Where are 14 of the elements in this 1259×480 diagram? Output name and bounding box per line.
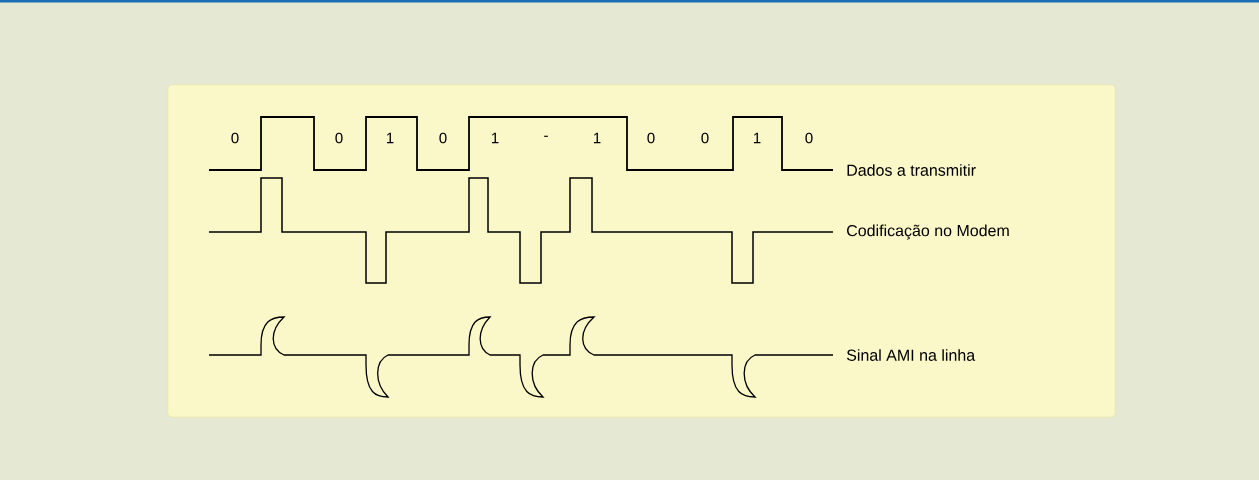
bit-label: 1 [754,132,761,144]
bit-label: 0 [231,132,239,144]
bit-label: 1 [594,132,601,144]
row-label: Sinal AMI na linha [846,349,976,361]
bit-label: 0 [647,132,655,144]
bit-label: - [544,135,548,137]
bit-label: 0 [701,132,709,144]
row-label: Dados a transmitir [847,164,976,176]
bit-label: 0 [335,132,343,144]
bit-label: 1 [492,132,499,144]
bit-label: 1 [387,132,394,144]
bit-label: 0 [805,132,813,144]
bit-label: 0 [439,132,447,144]
row-label: Codificação no Modem [847,224,1009,240]
